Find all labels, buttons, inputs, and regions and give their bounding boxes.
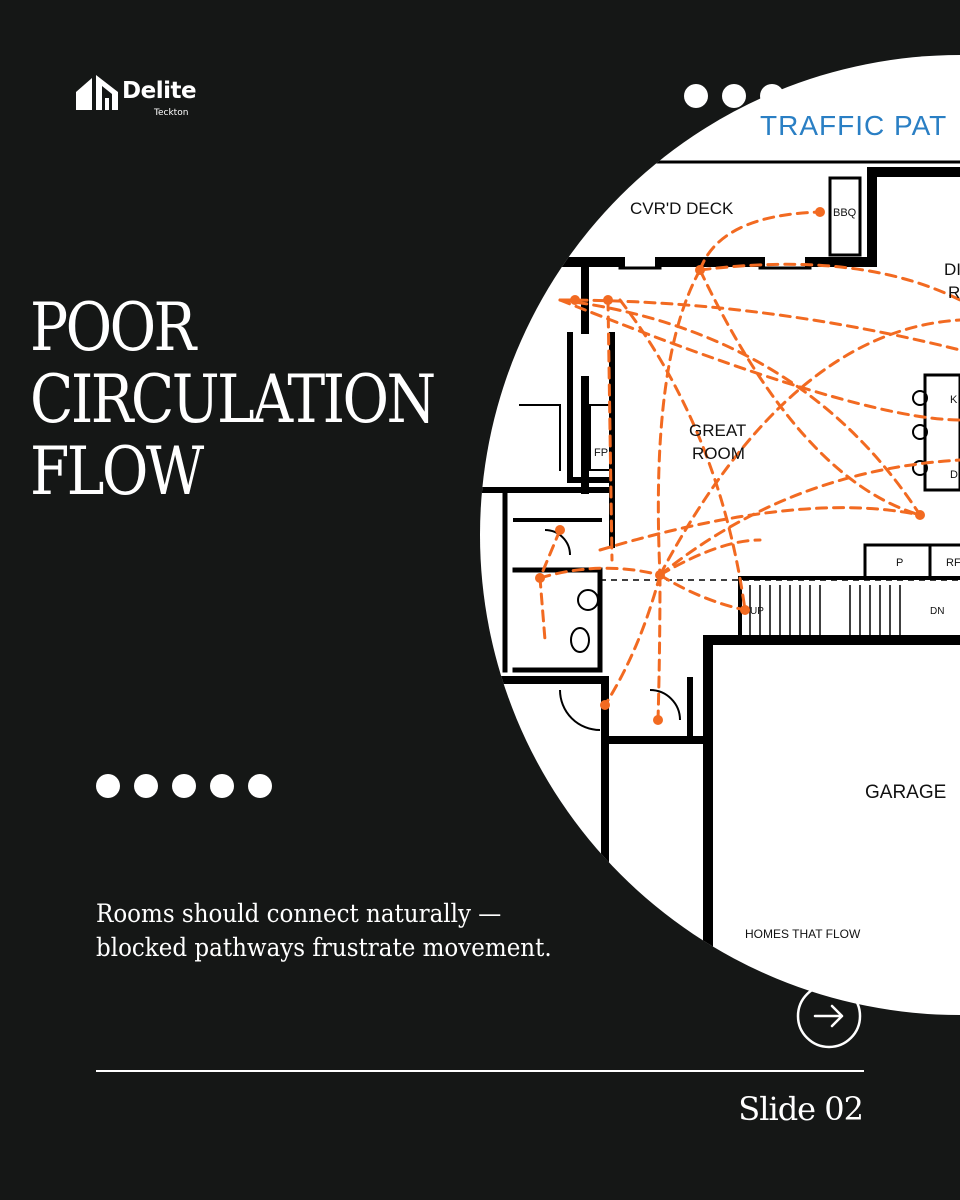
slide-number: Slide 02 <box>738 1090 864 1128</box>
title-line: POOR <box>30 289 196 366</box>
plan-label-garage: GARAGE <box>865 782 946 803</box>
dot <box>722 84 746 108</box>
dot <box>134 774 158 798</box>
brand-subname: Teckton <box>154 108 189 118</box>
page-title: POOR CIRCULATION FLOW <box>30 289 436 510</box>
plan-label-up: UP <box>750 606 764 617</box>
plan-label-d: D <box>950 469 958 481</box>
description: Rooms should connect naturally — blocked… <box>96 897 666 965</box>
plan-label-dining-2: R <box>948 283 960 302</box>
brand-logo: Delite Teckton <box>74 72 214 124</box>
plan-label-footer: HOMES THAT FLOW <box>745 927 861 941</box>
dot <box>96 774 120 798</box>
dot <box>684 84 708 108</box>
dot <box>248 774 272 798</box>
plan-label-k: K <box>950 394 958 406</box>
dot <box>210 774 234 798</box>
house-logo-icon <box>76 75 118 110</box>
description-line: blocked pathways frustrate movement. <box>96 933 552 962</box>
brand-name: Delite <box>122 78 197 104</box>
dots-mid <box>96 774 272 798</box>
description-line: Rooms should connect naturally — <box>96 899 502 928</box>
title-line: FLOW <box>30 433 204 510</box>
plan-label-p: P <box>896 557 903 569</box>
plan-label-rf: RF <box>946 557 960 569</box>
plan-label-deck: CVR'D DECK <box>630 199 734 218</box>
plan-label-great-1: GREAT <box>689 421 746 440</box>
plan-header-text: TRAFFIC PAT <box>760 110 947 141</box>
plan-label-dn: DN <box>930 606 944 617</box>
divider <box>96 1070 864 1072</box>
plan-label-dining-1: DI <box>944 260 960 279</box>
plan-label-great-2: ROOM <box>692 444 745 463</box>
plan-label-fp: FP <box>594 447 608 459</box>
title-line: CIRCULATION <box>30 361 436 438</box>
dot <box>172 774 196 798</box>
plan-label-bbq: BBQ <box>833 207 857 219</box>
